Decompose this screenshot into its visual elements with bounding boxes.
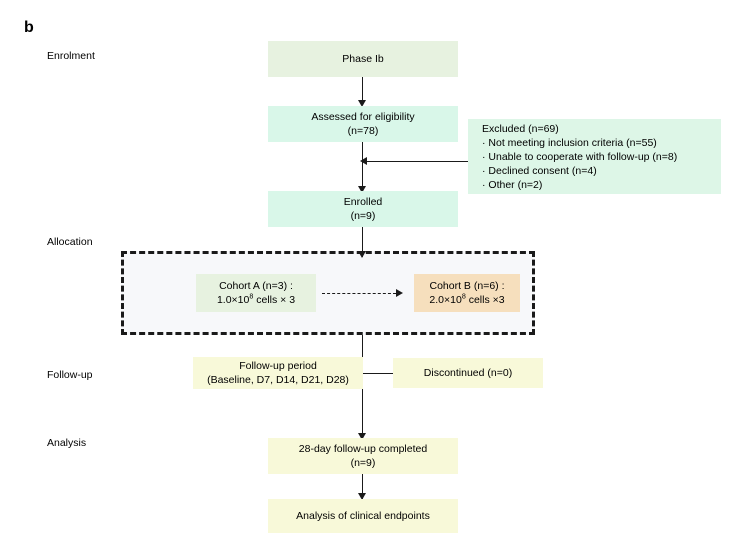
connector-enrolled-to-allocation [362, 227, 363, 257]
node-discontinued-line1: Discontinued (n=0) [423, 367, 513, 379]
node-followup-period-line2: (Baseline, D7, D14, D21, D28) [207, 374, 349, 386]
node-discontinued[interactable]: Discontinued (n=0) [393, 358, 543, 388]
node-cohort-a-line2: 1.0×108 cells × 3 [216, 292, 296, 306]
node-excluded-item-2: · Declined consent (n=4) [482, 164, 597, 177]
connector-completed-to-analysis [362, 474, 363, 499]
node-excluded[interactable]: Excluded (n=69) · Not meeting inclusion … [468, 119, 721, 194]
node-completed-line1: 28-day follow-up completed [298, 443, 428, 455]
node-phase-ib[interactable]: Phase Ib [268, 41, 458, 77]
node-analysis-line1: Analysis of clinical endpoints [296, 510, 430, 522]
node-cohort-a-line1: Cohort A (n=3) : [219, 280, 293, 292]
node-phase-ib-line1: Phase Ib [342, 53, 384, 65]
arrowhead-excluded-left [360, 157, 367, 165]
arrowhead-analysis [358, 493, 366, 500]
connector-assessed-to-enrolled [362, 142, 363, 190]
node-enrolled-line1: Enrolled [343, 196, 383, 208]
stage-label-allocation: Allocation [47, 236, 93, 248]
node-assessed-line1: Assessed for eligibility [311, 111, 415, 123]
node-cohort-a[interactable]: Cohort A (n=3) : 1.0×108 cells × 3 [196, 274, 316, 312]
node-excluded-item-0: · Not meeting inclusion criteria (n=55) [482, 136, 657, 149]
node-analysis-endpoints[interactable]: Analysis of clinical endpoints [268, 499, 458, 533]
node-completed-line2: (n=9) [350, 457, 376, 469]
stage-label-analysis: Analysis [47, 437, 87, 449]
node-assessed-line2: (n=78) [347, 125, 379, 137]
node-cohort-b-line1: Cohort B (n=6) : [429, 280, 505, 292]
node-excluded-item-1: · Unable to cooperate with follow-up (n=… [482, 150, 678, 163]
arrowhead-enrolled [358, 186, 366, 193]
stage-label-followup: Follow-up [47, 369, 93, 381]
node-enrolled[interactable]: Enrolled (n=9) [268, 191, 458, 227]
arrowhead-assessed [358, 100, 366, 107]
connector-spine-to-discontinued [363, 373, 393, 374]
connector-excluded-to-spine [366, 161, 468, 162]
node-followup-period[interactable]: Follow-up period (Baseline, D7, D14, D21… [193, 357, 363, 389]
arrowhead-allocation [358, 251, 366, 258]
node-enrolled-line2: (n=9) [350, 210, 376, 222]
panel-label-b: b [24, 19, 34, 36]
node-followup-period-line1: Follow-up period [239, 360, 317, 372]
connector-phase-to-assessed [362, 77, 363, 103]
arrowhead-completed [358, 433, 366, 440]
node-excluded-title: Excluded (n=69) [482, 122, 559, 135]
stage-label-enrolment: Enrolment [47, 50, 95, 62]
node-cohort-b[interactable]: Cohort B (n=6) : 2.0×108 cells ×3 [414, 274, 520, 312]
node-excluded-item-3: · Other (n=2) [482, 178, 543, 191]
arrowhead-cohort-b [396, 289, 403, 297]
node-followup-completed[interactable]: 28-day follow-up completed (n=9) [268, 438, 458, 474]
node-assessed-eligibility[interactable]: Assessed for eligibility (n=78) [268, 106, 458, 142]
connector-cohort-a-to-b [322, 293, 396, 294]
node-cohort-b-line2: 2.0×108 cells ×3 [429, 292, 505, 306]
